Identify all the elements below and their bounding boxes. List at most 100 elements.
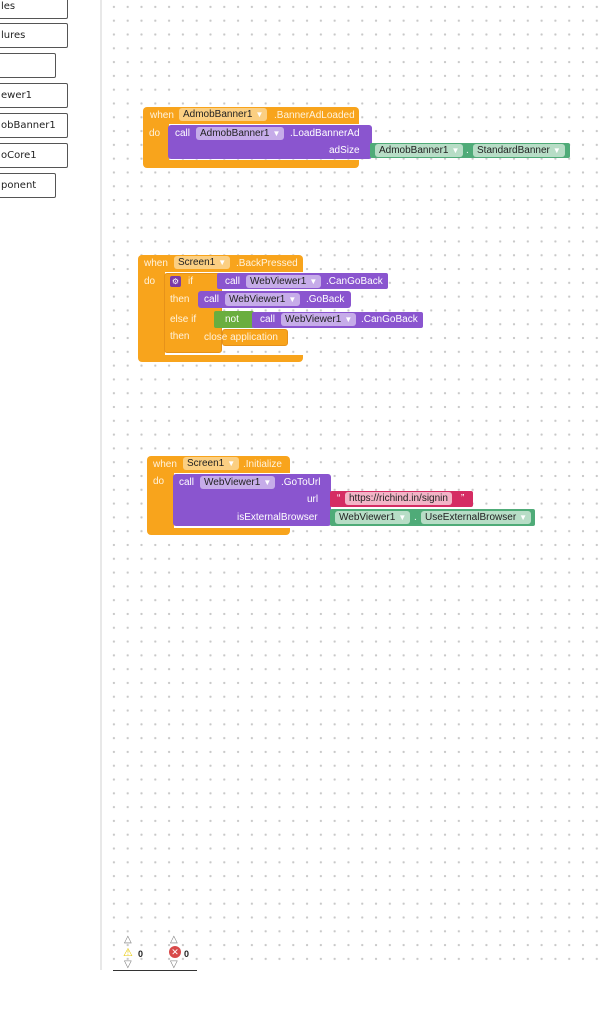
sidebar-item-2[interactable] [0,53,56,78]
method-name: .LoadBannerAd [290,128,360,139]
chevron-down-icon: ▼ [398,513,407,522]
call-label: call [175,128,191,139]
event-name: .Initialize [243,459,282,470]
sidebar-item-1[interactable]: lures [0,23,68,48]
property-dropdown[interactable]: StandardBanner▼ [473,144,565,157]
component-dropdown[interactable]: Screen1▼ [174,256,231,269]
dropdown-value: AdmobBanner1 [200,128,270,139]
separator: . [466,145,469,156]
dropdown-value: WebViewer1 [229,294,286,305]
event-footer [143,160,359,168]
method-name: .CanGoBack [326,276,383,287]
event-body-spine [143,124,169,162]
components-sidebar: les lures ewer1 obBanner1 oCore1 ponent [0,0,100,1024]
sidebar-item-admobbanner1[interactable]: obBanner1 [0,113,68,138]
text-value: https://richind.in/signin [349,493,448,504]
sidebar-item-label: ponent [1,180,37,191]
dropdown-value: Screen1 [178,257,216,268]
chevron-down-icon: ▼ [309,277,318,286]
else-if-label: else if [170,314,197,325]
component-dropdown[interactable]: WebViewer1▼ [281,313,357,326]
error-next-arrow-icon[interactable]: ▽ [170,959,178,970]
error-icon: ✕ [169,946,181,958]
method-name: .GoToUrl [281,477,321,488]
event-name: .BannerAdLoaded [274,110,355,121]
dropdown-value: AdmobBanner1 [183,109,253,120]
call-label: call [225,276,241,287]
component-dropdown[interactable]: AdmobBanner1▼ [196,127,285,140]
component-dropdown[interactable]: AdmobBanner1▼ [375,144,464,157]
component-dropdown[interactable]: AdmobBanner1▼ [179,108,268,121]
sidebar-item-label: oCore1 [1,150,37,161]
dropdown-value: AdmobBanner1 [379,145,449,156]
warning-count: 0 [138,949,144,959]
when-label: when [150,110,174,121]
when-label: when [153,459,177,470]
sidebar-item-core1[interactable]: oCore1 [0,143,68,168]
call-label: call [260,314,276,325]
do-label: do [144,276,156,287]
do-label: do [149,128,161,139]
event-footer [147,528,290,535]
error-prev-arrow-icon[interactable]: △ [170,934,178,945]
if-label: if [188,276,193,287]
sidebar-item-any-component[interactable]: ponent [0,173,56,198]
when-label: when [144,258,168,269]
event-footer [138,355,303,362]
dropdown-value: WebViewer1 [250,276,307,287]
arg-label: url [307,494,319,505]
warning-icon: ⚠ [123,947,133,959]
component-dropdown[interactable]: WebViewer1▼ [246,275,322,288]
chevron-down-icon: ▼ [218,258,227,267]
chevron-down-icon: ▼ [272,129,281,138]
chevron-down-icon: ▼ [288,295,297,304]
chevron-down-icon: ▼ [227,459,236,468]
sidebar-item-webviewer1[interactable]: ewer1 [0,83,68,108]
dropdown-value: StandardBanner [477,145,550,156]
url-text-field[interactable]: https://richind.in/signin [345,492,452,505]
property-dropdown[interactable]: UseExternalBrowser▼ [421,511,532,524]
quote-open: “ [337,493,341,504]
warning-prev-arrow-icon[interactable]: △ [124,934,132,945]
chevron-down-icon: ▼ [552,146,561,155]
chevron-down-icon: ▼ [263,478,272,487]
sidebar-item-label: lures [1,30,26,41]
not-label: not [225,314,239,325]
call-label: call [179,477,195,488]
sidebar-item-label: ewer1 [1,90,32,101]
sidebar-item-0[interactable]: les [0,0,68,19]
sidebar-item-label: les [1,1,16,12]
separator: . [414,512,417,523]
dropdown-value: UseExternalBrowser [425,512,517,523]
dropdown-value: WebViewer1 [204,477,261,488]
component-dropdown[interactable]: Screen1▼ [183,457,240,470]
event-body-spine [138,272,165,357]
arg-label: adSize [329,145,360,156]
method-name: .CanGoBack [361,314,418,325]
call-label: call [204,294,220,305]
do-label: do [153,476,165,487]
event-body-spine [147,473,174,530]
chevron-down-icon: ▼ [451,146,460,155]
dropdown-value: WebViewer1 [285,314,342,325]
component-dropdown[interactable]: WebViewer1▼ [335,511,411,524]
chevron-down-icon: ▼ [519,513,528,522]
then-label: then [170,331,190,342]
dropdown-value: WebViewer1 [339,512,396,523]
component-dropdown[interactable]: WebViewer1▼ [225,293,301,306]
not-block[interactable] [214,311,254,328]
component-dropdown[interactable]: WebViewer1▼ [200,476,276,489]
event-name: .BackPressed [236,258,298,269]
mutator-gear-icon[interactable]: ⚙ [170,276,181,287]
error-count: 0 [184,949,190,959]
warning-next-arrow-icon[interactable]: ▽ [124,959,132,970]
method-name: .GoBack [306,294,345,305]
indicator-divider [113,970,197,971]
quote-close: ” [461,493,465,504]
chevron-down-icon: ▼ [255,110,264,119]
chevron-down-icon: ▼ [344,315,353,324]
then-label: then [170,294,190,305]
dropdown-value: Screen1 [187,458,225,469]
arg-label: isExternalBrowser [237,512,318,523]
close-application-block[interactable] [222,329,288,346]
